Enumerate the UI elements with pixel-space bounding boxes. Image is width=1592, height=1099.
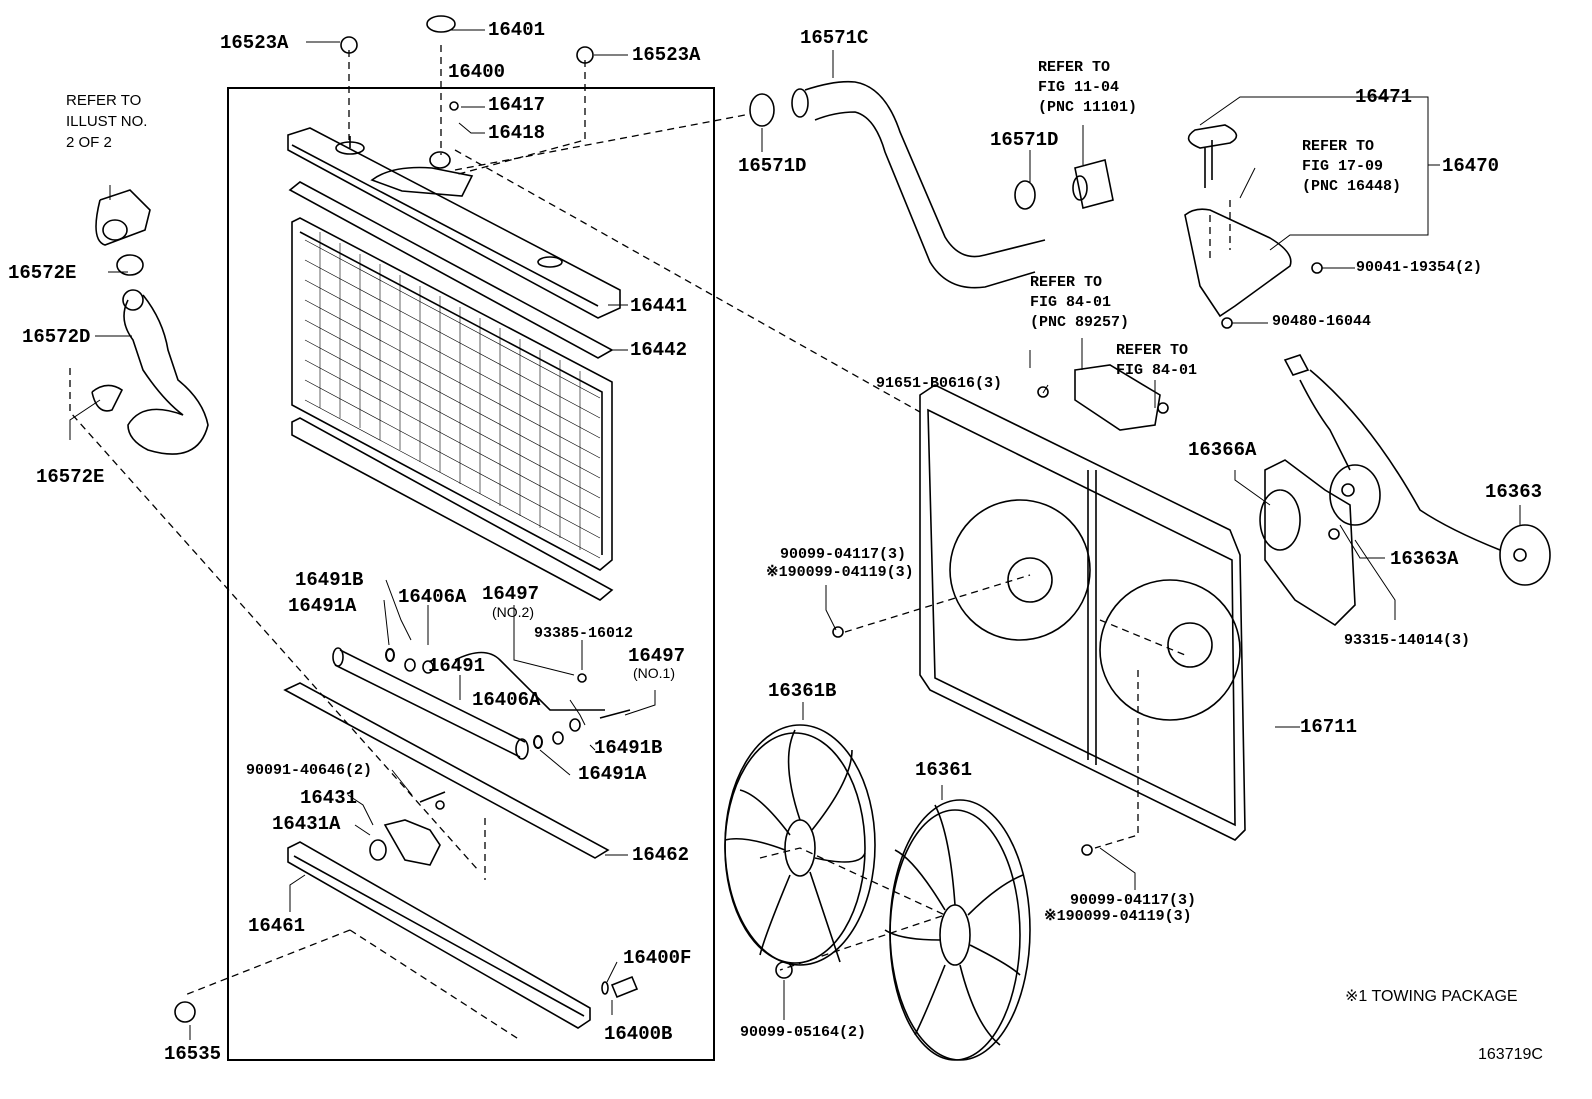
hose-fitting <box>1072 159 1114 209</box>
label-90091-40646[interactable]: 90091-40646(2) <box>246 762 373 779</box>
label-16497-no1-sub: (NO.1) <box>633 665 675 681</box>
label-16523A-left[interactable]: 16523A <box>220 32 289 54</box>
radiator-core <box>291 217 614 601</box>
fastener-icons <box>174 15 1340 1023</box>
coolant-reservoir <box>1184 124 1292 318</box>
label-16366A[interactable]: 16366A <box>1188 439 1257 461</box>
label-90099-04117-bottom[interactable]: 90099-04117(3) <box>1070 892 1197 909</box>
label-16400F[interactable]: 16400F <box>623 947 692 969</box>
label-16571C[interactable]: 16571C <box>800 27 869 49</box>
label-16572E-bottom[interactable]: 16572E <box>36 466 105 488</box>
label-16431A[interactable]: 16431A <box>272 813 341 835</box>
label-16491B-bottom[interactable]: 16491B <box>594 737 663 759</box>
label-91651-B0616[interactable]: 91651-B0616(3) <box>876 375 1003 392</box>
fan-16361 <box>884 799 1031 1061</box>
illustration-code: 163719C <box>1478 1046 1543 1063</box>
label-16491A-top[interactable]: 16491A <box>288 595 357 617</box>
hose-clamp-16572E-bottom <box>91 384 124 412</box>
hose-clamp <box>749 93 1036 210</box>
label-16572E-top[interactable]: 16572E <box>8 262 77 284</box>
label-16441[interactable]: 16441 <box>630 295 688 317</box>
label-90099-05164[interactable]: 90099-05164(2) <box>740 1024 867 1041</box>
label-16400[interactable]: 16400 <box>448 61 506 83</box>
label-16418[interactable]: 16418 <box>488 122 546 144</box>
label-16491A-bottom[interactable]: 16491A <box>578 763 647 785</box>
label-90099-04117-top[interactable]: 90099-04117(3) <box>780 546 907 563</box>
label-90099-04119-top[interactable]: ※190099-04119(3) <box>766 564 914 581</box>
assembly-guide-lines <box>69 45 1231 1041</box>
radiator-assembly-box <box>227 87 715 1061</box>
label-16523A-right[interactable]: 16523A <box>632 44 701 66</box>
label-16497-no2-sub: (NO.2) <box>492 604 534 620</box>
label-16572D[interactable]: 16572D <box>22 326 91 348</box>
radiator-lower-hose <box>122 289 209 455</box>
label-16442[interactable]: 16442 <box>630 339 688 361</box>
label-90480-16044[interactable]: 90480-16044 <box>1272 313 1372 330</box>
refer-fig-17-09: REFER TO FIG 17-09 (PNC 16448) <box>1302 138 1402 195</box>
label-90041-19354[interactable]: 90041-19354(2) <box>1356 259 1483 276</box>
callout-leaders <box>69 29 1521 1040</box>
label-16406A-bottom[interactable]: 16406A <box>472 689 541 711</box>
relay-box <box>1074 364 1161 431</box>
label-16461[interactable]: 16461 <box>248 915 306 937</box>
lower-gasket <box>283 682 610 859</box>
label-16361B[interactable]: 16361B <box>768 680 837 702</box>
label-93315-14014[interactable]: 93315-14014(3) <box>1344 632 1471 649</box>
label-90099-04119-bottom[interactable]: ※190099-04119(3) <box>1044 908 1192 925</box>
label-16363[interactable]: 16363 <box>1485 481 1543 503</box>
label-16535[interactable]: 16535 <box>164 1043 222 1065</box>
refer-illust-note: REFER TO ILLUST NO. 2 OF 2 <box>66 92 148 151</box>
motor-bracket <box>1259 459 1356 627</box>
label-16471[interactable]: 16471 <box>1355 86 1413 108</box>
label-16361[interactable]: 16361 <box>915 759 973 781</box>
label-16470[interactable]: 16470 <box>1442 155 1500 177</box>
label-16462[interactable]: 16462 <box>632 844 690 866</box>
fan-16361B <box>724 724 876 966</box>
radiator-upper-tank <box>287 127 621 319</box>
label-16363A[interactable]: 16363A <box>1390 548 1459 570</box>
fan-motor-16363A <box>1283 354 1501 551</box>
label-16571D-right[interactable]: 16571D <box>990 129 1059 151</box>
radiator-core-fins <box>304 232 601 559</box>
label-16431[interactable]: 16431 <box>300 787 358 809</box>
label-16417[interactable]: 16417 <box>488 94 546 116</box>
fan-motor-16363 <box>1499 524 1551 586</box>
refer-fig-84-01: REFER TO FIG 84-01 <box>1116 342 1198 379</box>
label-16711[interactable]: 16711 <box>1300 716 1358 738</box>
label-16571D-left[interactable]: 16571D <box>738 155 807 177</box>
towing-package-footnote: ※1 TOWING PACKAGE <box>1345 988 1518 1005</box>
radiator-lower-tank <box>287 841 639 1029</box>
refer-fig-11-04: REFER TO FIG 11-04 (PNC 11101) <box>1038 59 1138 116</box>
refer-fig-84-01-pnc: REFER TO FIG 84-01 (PNC 89257) <box>1030 274 1130 331</box>
water-outlet <box>369 791 446 866</box>
label-93385-16012[interactable]: 93385-16012 <box>534 625 634 642</box>
label-16406A-top[interactable]: 16406A <box>398 586 467 608</box>
label-16497-no2[interactable]: 16497 <box>482 583 540 605</box>
oil-cooler-pipe <box>332 647 631 760</box>
label-16401[interactable]: 16401 <box>488 19 546 41</box>
hose-clamp-16572E-top <box>116 254 144 276</box>
fan-shroud <box>919 384 1246 841</box>
label-16497-no1[interactable]: 16497 <box>628 645 686 667</box>
water-inlet-housing <box>95 189 151 246</box>
radiator-upper-hose <box>791 80 1046 289</box>
label-16491[interactable]: 16491 <box>428 655 486 677</box>
radiator-gasket <box>288 181 614 359</box>
label-16491B-top[interactable]: 16491B <box>295 569 364 591</box>
label-16400B[interactable]: 16400B <box>604 1023 673 1045</box>
